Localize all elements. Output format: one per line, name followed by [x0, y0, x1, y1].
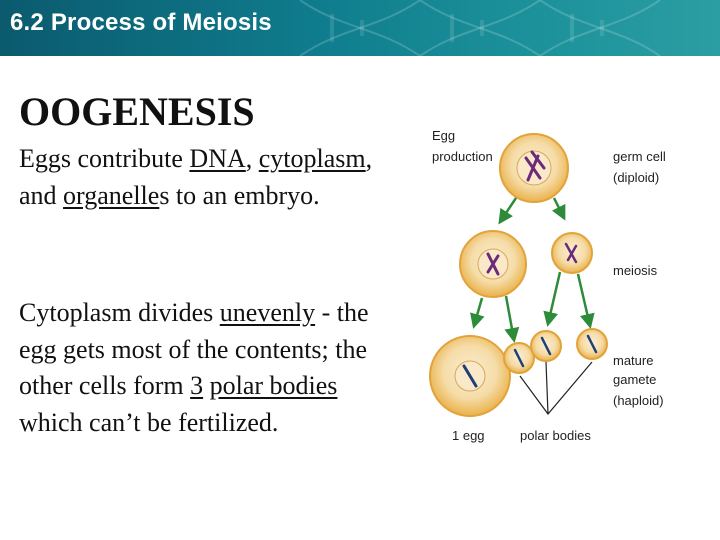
arrow-germ-to-right [551, 197, 566, 221]
header-title: 6.2 Process of Meiosis [10, 9, 272, 36]
germ-cell [499, 133, 569, 203]
arrow-mid-to-egg [470, 297, 485, 329]
oogenesis-diagram: Egg production germ cell (diploid) meios… [429, 128, 666, 443]
header-bar: 6.2 Process of Meiosis [0, 0, 720, 56]
label-polar-bodies: polar bodies [520, 428, 591, 443]
p1-text-4: s to an embryo. [159, 180, 320, 210]
p2-underline-3: 3 [190, 371, 204, 400]
label-mature-1: mature [613, 353, 653, 368]
p2-text-2: - the egg gets most of the contents; the… [19, 298, 369, 400]
paragraph-eggs-contribute: Eggs contribute DNA, cytoplasm, and orga… [19, 141, 404, 214]
secondary-oocyte-cell [459, 230, 527, 298]
p1-underline-cytoplasm: cytoplasm [258, 144, 366, 173]
p1-underline-organelle: organelle [63, 180, 160, 210]
label-meiosis: meiosis [613, 263, 658, 278]
mature-egg-cell [429, 335, 511, 417]
label-mature-3: (haploid) [613, 393, 664, 408]
label-egg-production-1: Egg [432, 128, 455, 143]
p1-text-2: , [245, 144, 259, 173]
p1-text-3: , and [19, 144, 373, 210]
polar-body-3 [576, 328, 608, 360]
arrow-germ-to-left [498, 197, 518, 225]
dna-helix-decoration [299, 0, 661, 56]
arrow-small-to-polar-2 [576, 273, 595, 329]
label-germ-cell-2: (diploid) [613, 170, 659, 185]
p2-text-1: Cytoplasm divides [19, 298, 220, 327]
polar-bodies-pointer [519, 361, 593, 415]
polar-body-1 [503, 342, 535, 374]
polar-bodies-pointer-2 [545, 361, 549, 415]
label-germ-cell-1: germ cell [613, 149, 666, 164]
arrow-mid-to-polar [504, 295, 520, 343]
p2-text-4: which can’t be fertilized. [19, 407, 279, 437]
p2-underline-unevenly: unevenly [219, 298, 316, 327]
label-mature-2: gamete [613, 372, 656, 387]
p2-underline-polar-bodies: polar bodies [209, 371, 338, 400]
first-polar-body-cell [551, 232, 593, 274]
p1-text-1: Eggs contribute [19, 144, 190, 173]
p1-underline-dna: DNA [189, 144, 246, 173]
label-egg-production-2: production [432, 149, 493, 164]
slide-heading: OOGENESIS [19, 89, 255, 134]
polar-body-2 [530, 330, 562, 362]
label-1-egg: 1 egg [452, 428, 485, 443]
paragraph-cytoplasm-divides: Cytoplasm divides unevenly - the egg get… [19, 295, 404, 441]
arrow-small-to-polar-1 [543, 271, 562, 327]
